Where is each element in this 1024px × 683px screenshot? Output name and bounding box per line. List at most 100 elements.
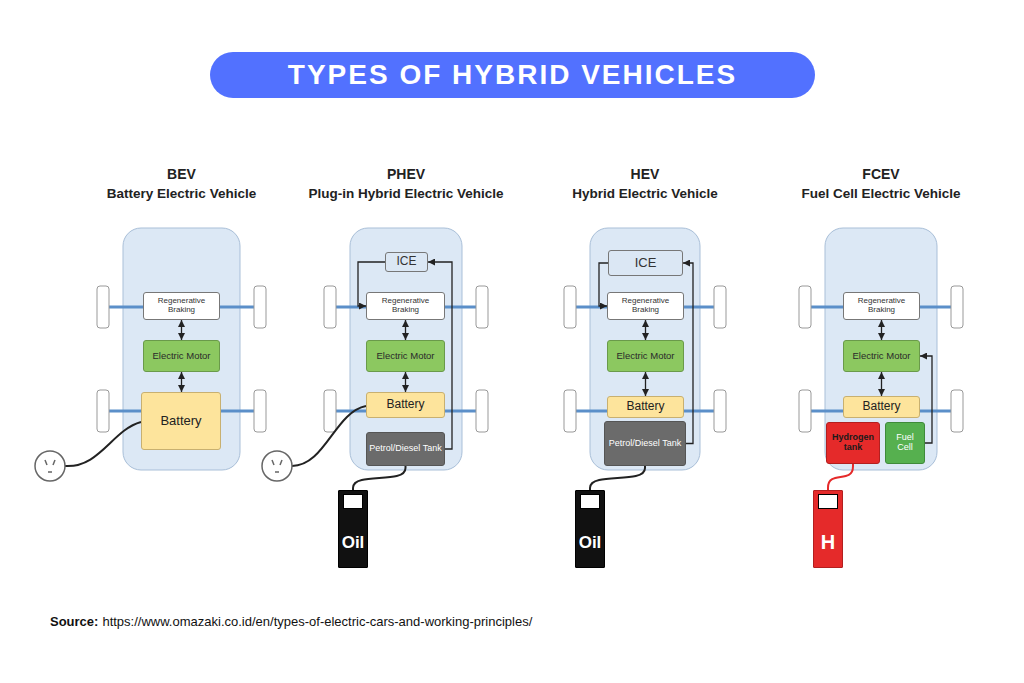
- vehicle-heading: FCEVFuel Cell Electric Vehicle: [755, 166, 1007, 201]
- flow-arrow: [181, 320, 182, 340]
- box-label: Electric Motor: [852, 351, 910, 361]
- wheel: [951, 286, 963, 328]
- box-label: Hydrogen tank: [829, 433, 877, 453]
- car-body: [825, 228, 937, 470]
- battery-box: Battery: [141, 392, 221, 450]
- box-label: Oil: [579, 534, 602, 553]
- flow-arrow: [881, 320, 882, 340]
- fuel-tank-box: Petrol/Diesel Tank: [604, 421, 686, 466]
- oil-pump: Oil: [575, 490, 605, 568]
- pump-window: [580, 494, 600, 509]
- source-heading: Source:: [50, 614, 98, 629]
- regenerative-braking-box: Regenerative Braking: [143, 292, 220, 320]
- oil-pump: Oil: [338, 490, 368, 568]
- box-label: Regenerative Braking: [846, 297, 917, 315]
- flow-arrow: [683, 263, 693, 444]
- hydrogen-tank-box: Hydrogen tank: [826, 422, 880, 464]
- box-label: H: [821, 531, 835, 553]
- source-line: Source:https://www.omazaki.co.id/en/type…: [50, 614, 532, 629]
- vehicle-acronym: PHEV: [280, 166, 532, 182]
- vehicle-group: PHEV Plug-in Hybrid Electric VehicleICE Re…: [280, 160, 532, 470]
- fcev-car: [799, 228, 963, 470]
- bev-car: [97, 228, 266, 470]
- box-label: Petrol/Diesel Tank: [609, 439, 681, 449]
- box-label: Battery: [386, 398, 424, 411]
- vehicle-group: BEVBattery Electric VehicleRegenerative …: [53, 160, 310, 470]
- box-label: ICE: [635, 256, 657, 270]
- wheel: [254, 390, 266, 432]
- box-label: Petrol/Diesel Tank: [369, 444, 441, 454]
- wheel: [476, 286, 488, 328]
- wheel: [799, 390, 811, 432]
- box-label: Battery: [160, 414, 201, 428]
- wheel: [324, 390, 336, 432]
- engine-box: ICE: [385, 252, 428, 272]
- wheel: [714, 390, 726, 432]
- pump-window: [343, 494, 363, 509]
- vehicle-heading: BEVBattery Electric Vehicle: [53, 166, 310, 201]
- box-label: Regenerative Braking: [146, 297, 217, 315]
- plug-pins: [45, 460, 55, 472]
- title-banner: TYPES OF HYBRID VEHICLES: [210, 52, 815, 98]
- box-label: Battery: [862, 400, 900, 413]
- pump-window: [818, 494, 838, 509]
- vehicle-heading: PHEV Plug-in Hybrid Electric Vehicle: [280, 166, 532, 201]
- plug-socket: [262, 451, 292, 481]
- box-label: Electric Motor: [152, 351, 210, 361]
- vehicle-heading: HEVHybrid Electric Vehicle: [520, 166, 770, 201]
- car-body: [350, 228, 462, 470]
- plug-socket: [35, 451, 65, 481]
- flow-arrow: [405, 372, 406, 392]
- fuel-cell-box: Fuel Cell: [885, 422, 925, 464]
- plug-phev: [262, 406, 366, 481]
- wheel: [97, 286, 109, 328]
- wheel: [951, 390, 963, 432]
- vehicle-group: HEVHybrid Electric VehicleICE Regenerativ…: [520, 160, 770, 470]
- wheel: [564, 286, 576, 328]
- flow-arrow: [181, 372, 182, 392]
- flow-arrow: [405, 320, 406, 340]
- box-label: Battery: [626, 400, 664, 413]
- plug-pins: [272, 460, 282, 472]
- wheel: [324, 286, 336, 328]
- electric-motor-box: Electric Motor: [143, 340, 220, 372]
- box-label: Fuel Cell: [888, 433, 922, 453]
- vehicle-type: Plug-in Hybrid Electric Vehicle: [280, 186, 532, 201]
- wheel: [564, 390, 576, 432]
- fuel-tank-box: Petrol/Diesel Tank: [366, 432, 445, 466]
- battery-box: Battery: [366, 392, 445, 418]
- vehicle-acronym: BEV: [53, 166, 310, 182]
- fuel-hose: [590, 466, 645, 490]
- charging-cable: [65, 422, 141, 466]
- title-text: TYPES OF HYBRID VEHICLES: [288, 59, 737, 91]
- car-body: [590, 228, 700, 470]
- fuel-hose: [828, 464, 853, 490]
- hev-car: [564, 228, 726, 470]
- electric-motor-box: Electric Motor: [366, 340, 445, 372]
- box-label: Oil: [342, 534, 365, 553]
- box-label: Regenerative Braking: [369, 297, 442, 315]
- wheel: [254, 286, 266, 328]
- battery-box: Battery: [843, 396, 920, 418]
- car-body: [123, 228, 240, 470]
- wheel: [476, 390, 488, 432]
- box-label: Regenerative Braking: [610, 297, 681, 315]
- plug-bev: [35, 422, 141, 481]
- vehicle-group: FCEVFuel Cell Electric VehicleRegenerati…: [755, 160, 1007, 470]
- charging-cable: [292, 406, 366, 466]
- regenerative-braking-box: Regenerative Braking: [366, 292, 445, 320]
- battery-box: Battery: [607, 396, 684, 418]
- box-label: ICE: [396, 255, 416, 268]
- flow-arrow: [645, 320, 646, 340]
- box-label: Electric Motor: [616, 351, 674, 361]
- wheel: [97, 390, 109, 432]
- regenerative-braking-box: Regenerative Braking: [607, 292, 684, 320]
- phev-car: [324, 228, 488, 470]
- flow-arrow: [881, 372, 882, 396]
- vehicle-type: Fuel Cell Electric Vehicle: [755, 186, 1007, 201]
- fuel-hose: [353, 466, 406, 490]
- electric-motor-box: Electric Motor: [843, 340, 920, 372]
- vehicle-acronym: HEV: [520, 166, 770, 182]
- electric-motor-box: Electric Motor: [607, 340, 684, 372]
